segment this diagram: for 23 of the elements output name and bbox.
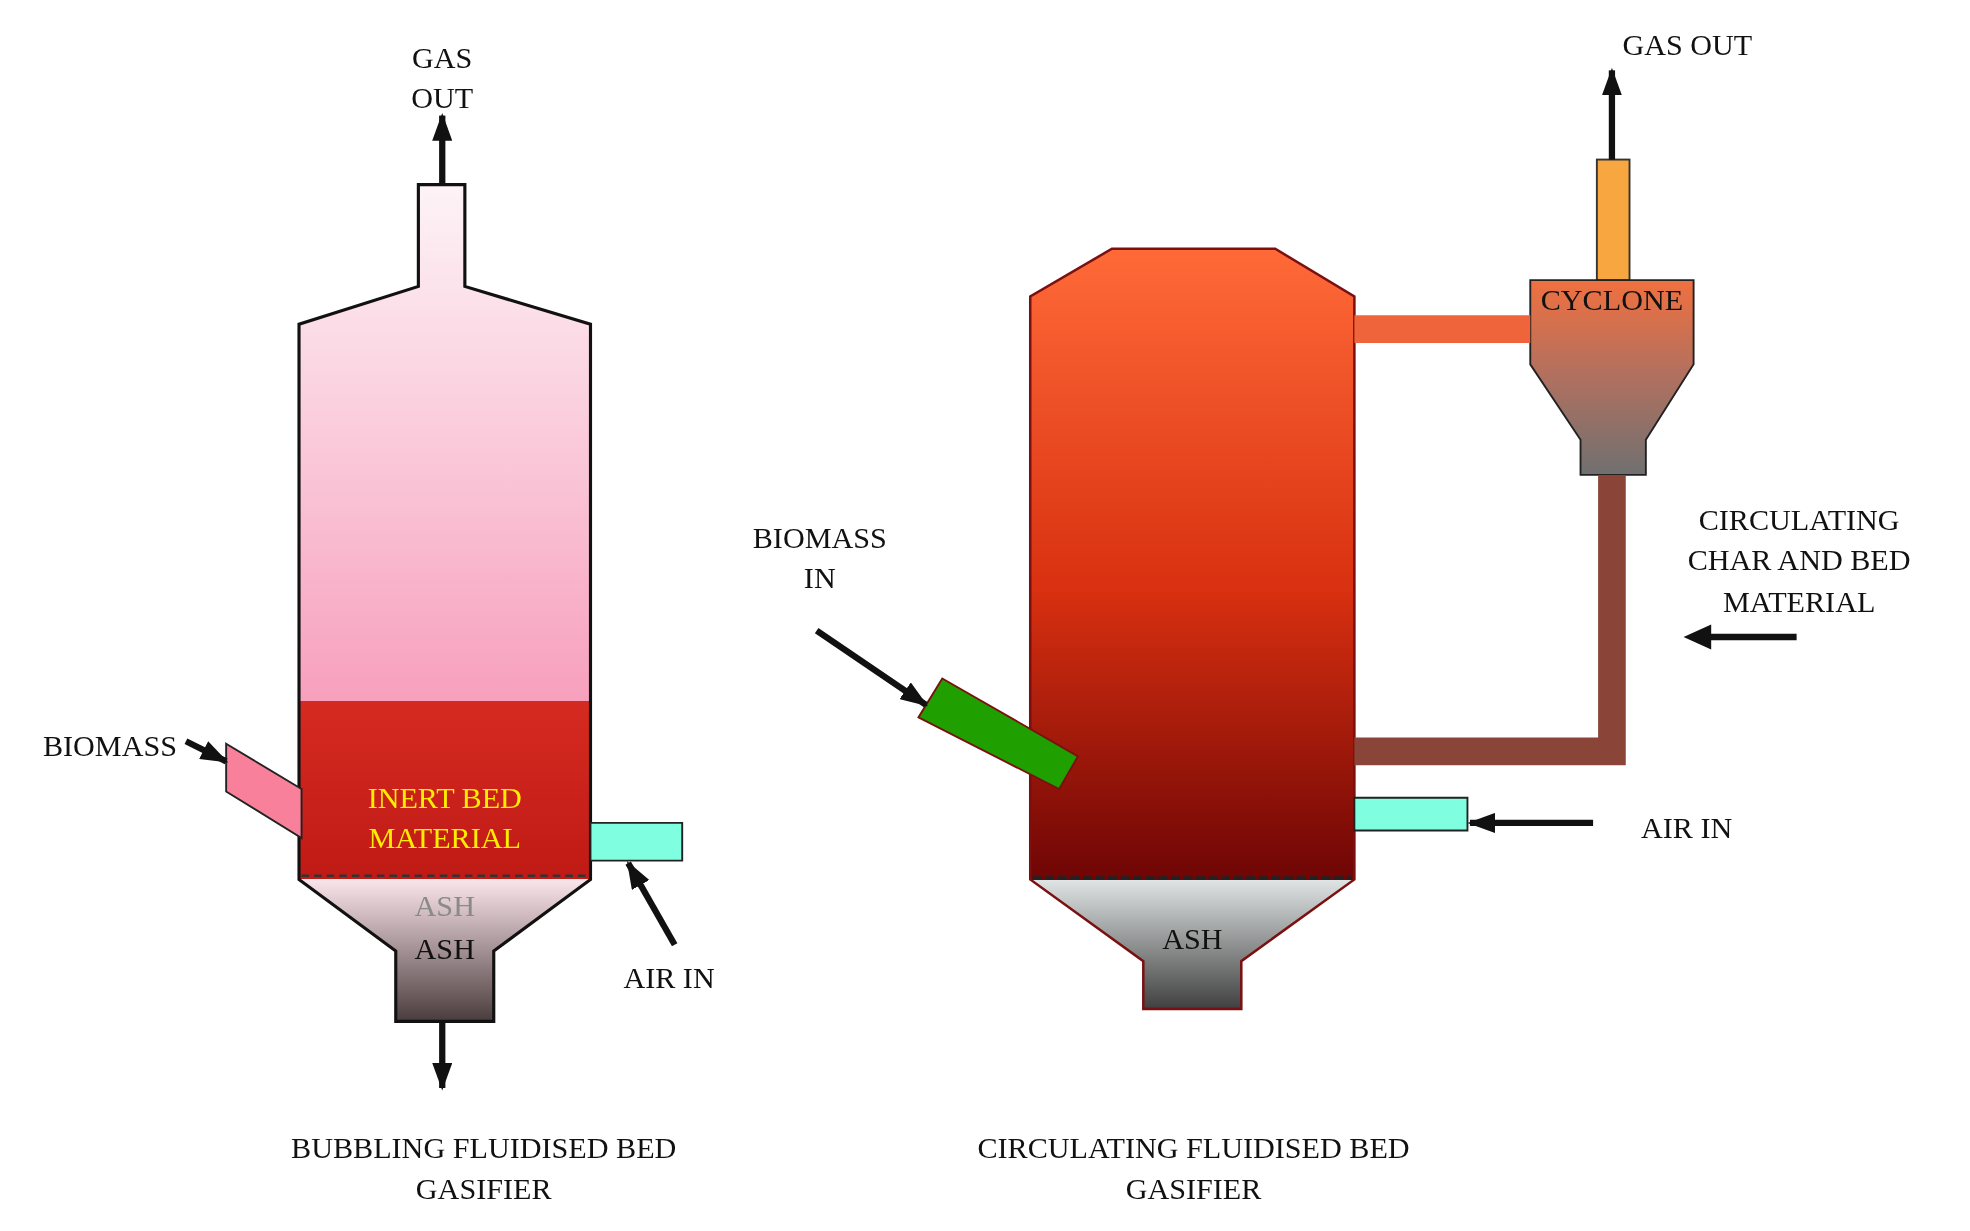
flow-label: BIOMASS: [31, 726, 189, 767]
arrow: [1601, 67, 1622, 160]
flow-label: AIR IN: [1627, 807, 1747, 849]
zone-label: CYCLONE: [1539, 282, 1685, 319]
arrow: [432, 1021, 453, 1091]
diagram-caption: BUBBLING FLUIDISED BED GASIFIER: [290, 1131, 678, 1208]
flow-label: AIR IN: [609, 957, 729, 999]
flow-label: GAS OUT: [392, 37, 493, 120]
pipe: [1354, 315, 1531, 343]
diagram-caption: CIRCULATING FLUIDISED BED GASIFIER: [976, 1131, 1411, 1208]
arrow: [1467, 812, 1594, 833]
zone-label: INERT BED MATERIAL: [366, 780, 523, 857]
arrow: [814, 628, 929, 708]
flow-label: BIOMASS IN: [735, 517, 905, 599]
zone-label: ASH: [1161, 921, 1224, 957]
flow-label: GAS OUT: [1605, 25, 1769, 66]
zone-label: ASH: [413, 888, 476, 925]
arrow: [184, 738, 229, 765]
arrow: [432, 113, 453, 186]
zone-label: ASH: [413, 931, 476, 967]
arrow: [625, 860, 678, 947]
pipe: [1354, 474, 1626, 766]
flow-label: CIRCULATING CHAR AND BED MATERIAL: [1660, 500, 1938, 623]
